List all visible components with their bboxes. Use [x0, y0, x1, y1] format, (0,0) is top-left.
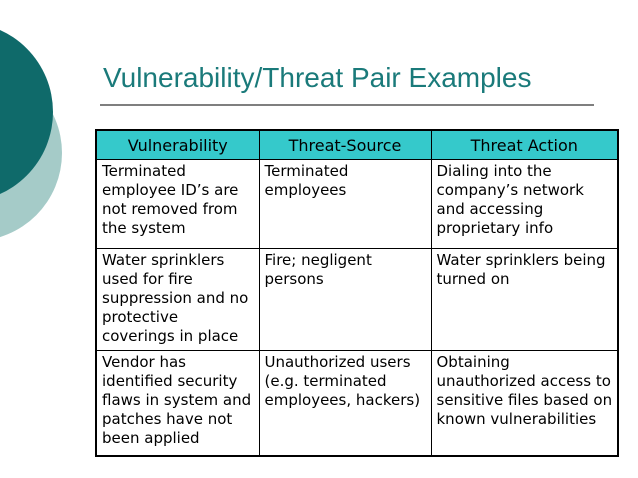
cell-threat-source: Terminated employees: [258, 159, 432, 249]
cell-threat-source: Unauthorized users (e.g. terminated empl…: [258, 350, 432, 457]
table-row: Vendor has identified security flaws in …: [95, 350, 619, 457]
header-vulnerability: Vulnerability: [95, 129, 260, 160]
cell-threat-source: Fire; negligent persons: [258, 248, 432, 351]
header-threat-action: Threat Action: [430, 129, 619, 160]
vulnerability-threat-table: Vulnerability Threat-Source Threat Actio…: [95, 129, 619, 457]
page-title: Vulnerability/Threat Pair Examples: [103, 62, 532, 93]
table-row: Water sprinklers used for fire suppressi…: [95, 248, 619, 351]
cell-vulnerability: Vendor has identified security flaws in …: [95, 350, 260, 457]
cell-vulnerability: Water sprinklers used for fire suppressi…: [95, 248, 260, 351]
cell-vulnerability: Terminated employee ID’s are not removed…: [95, 159, 260, 249]
header-threat-source: Threat-Source: [258, 129, 432, 160]
title-underline: [100, 104, 594, 106]
cell-threat-action: Dialing into the company’s network and a…: [430, 159, 619, 249]
table-row: Terminated employee ID’s are not removed…: [95, 159, 619, 249]
table-header-row: Vulnerability Threat-Source Threat Actio…: [95, 129, 619, 160]
cell-threat-action: Water sprinklers being turned on: [430, 248, 619, 351]
cell-threat-action: Obtaining unauthorized access to sensiti…: [430, 350, 619, 457]
